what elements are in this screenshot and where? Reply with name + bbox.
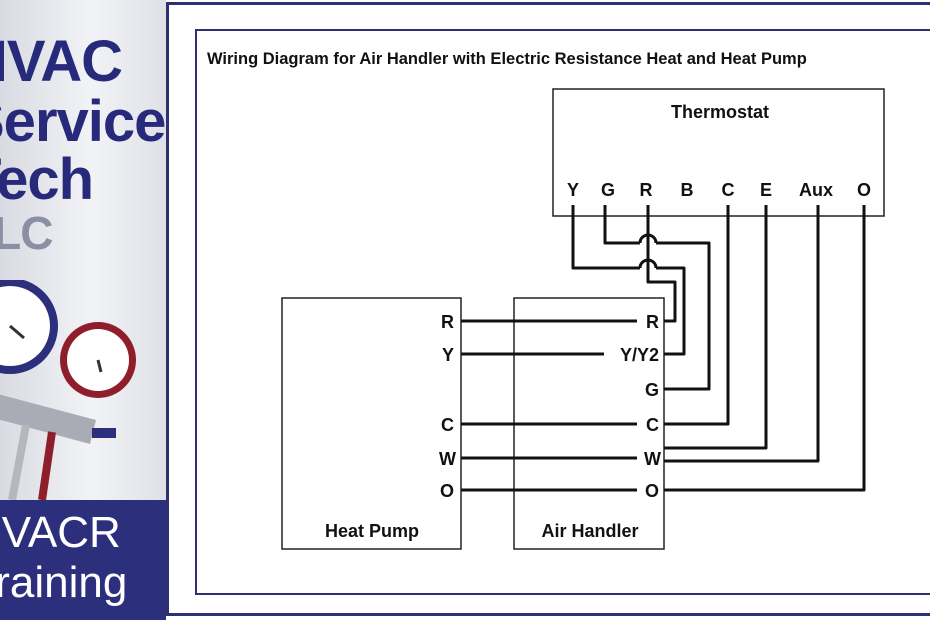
thermostat-terminal-r: R bbox=[640, 180, 653, 200]
thermostat-box bbox=[552, 88, 885, 217]
wire-tstat-y bbox=[571, 205, 686, 356]
brand-line-3: Tech bbox=[0, 147, 94, 212]
wire-tstat-o bbox=[664, 205, 866, 492]
thermostat-terminal-y: Y bbox=[567, 180, 579, 200]
wire-tstat-r bbox=[646, 205, 677, 323]
heat-pump-terminal-o: O bbox=[440, 481, 454, 501]
air-handler-label: Air Handler bbox=[541, 521, 638, 541]
thermostat-terminal-o: O bbox=[857, 180, 871, 200]
diagram-title: Wiring Diagram for Air Handler with Elec… bbox=[207, 50, 807, 68]
air-handler-terminal-g: G bbox=[645, 380, 659, 400]
wire-crossover-g bbox=[638, 233, 658, 244]
thermostat-terminal-c: C bbox=[722, 180, 735, 200]
wire-tstat-c bbox=[664, 205, 730, 426]
air-handler-terminal-w: W bbox=[644, 449, 661, 469]
thermostat-terminal-e: E bbox=[760, 180, 772, 200]
diagram-frame bbox=[195, 29, 930, 595]
thermostat-terminal-b: B bbox=[681, 180, 694, 200]
thermostat-terminal-aux: Aux bbox=[799, 180, 833, 200]
air-handler-terminal-r: R bbox=[646, 312, 659, 332]
manifold-gauges-icon bbox=[0, 280, 136, 500]
training-footer: HVACR Training bbox=[0, 500, 166, 620]
air-handler-terminal-c: C bbox=[646, 415, 659, 435]
footer-line-1: HVACR bbox=[0, 508, 121, 557]
brand-line-4: LLC bbox=[0, 207, 53, 259]
brand-line-2: Service bbox=[0, 89, 166, 154]
heat-pump-terminal-y: Y bbox=[442, 345, 454, 365]
wire-tstat-e bbox=[664, 205, 768, 450]
air-handler-terminal-o: O bbox=[645, 481, 659, 501]
thermostat-label: Thermostat bbox=[671, 102, 769, 122]
thermostat-terminal-g: G bbox=[601, 180, 615, 200]
heat-pump-terminal-c: C bbox=[441, 415, 454, 435]
heat-pump-terminal-r: R bbox=[441, 312, 454, 332]
brand-line-1: HVAC bbox=[0, 29, 123, 94]
footer-line-2: Training bbox=[0, 558, 128, 607]
heat-pump-box bbox=[281, 297, 462, 550]
air-handler-terminal-y-y2: Y/Y2 bbox=[620, 345, 659, 365]
heat-pump-label: Heat Pump bbox=[325, 521, 419, 541]
branding-panel: HVAC Service Tech LLC HVACR Training bbox=[0, 0, 166, 620]
wire-tstat-aux bbox=[664, 205, 820, 463]
wire-tstat-g bbox=[603, 205, 711, 391]
heat-pump-terminal-w: W bbox=[439, 449, 456, 469]
